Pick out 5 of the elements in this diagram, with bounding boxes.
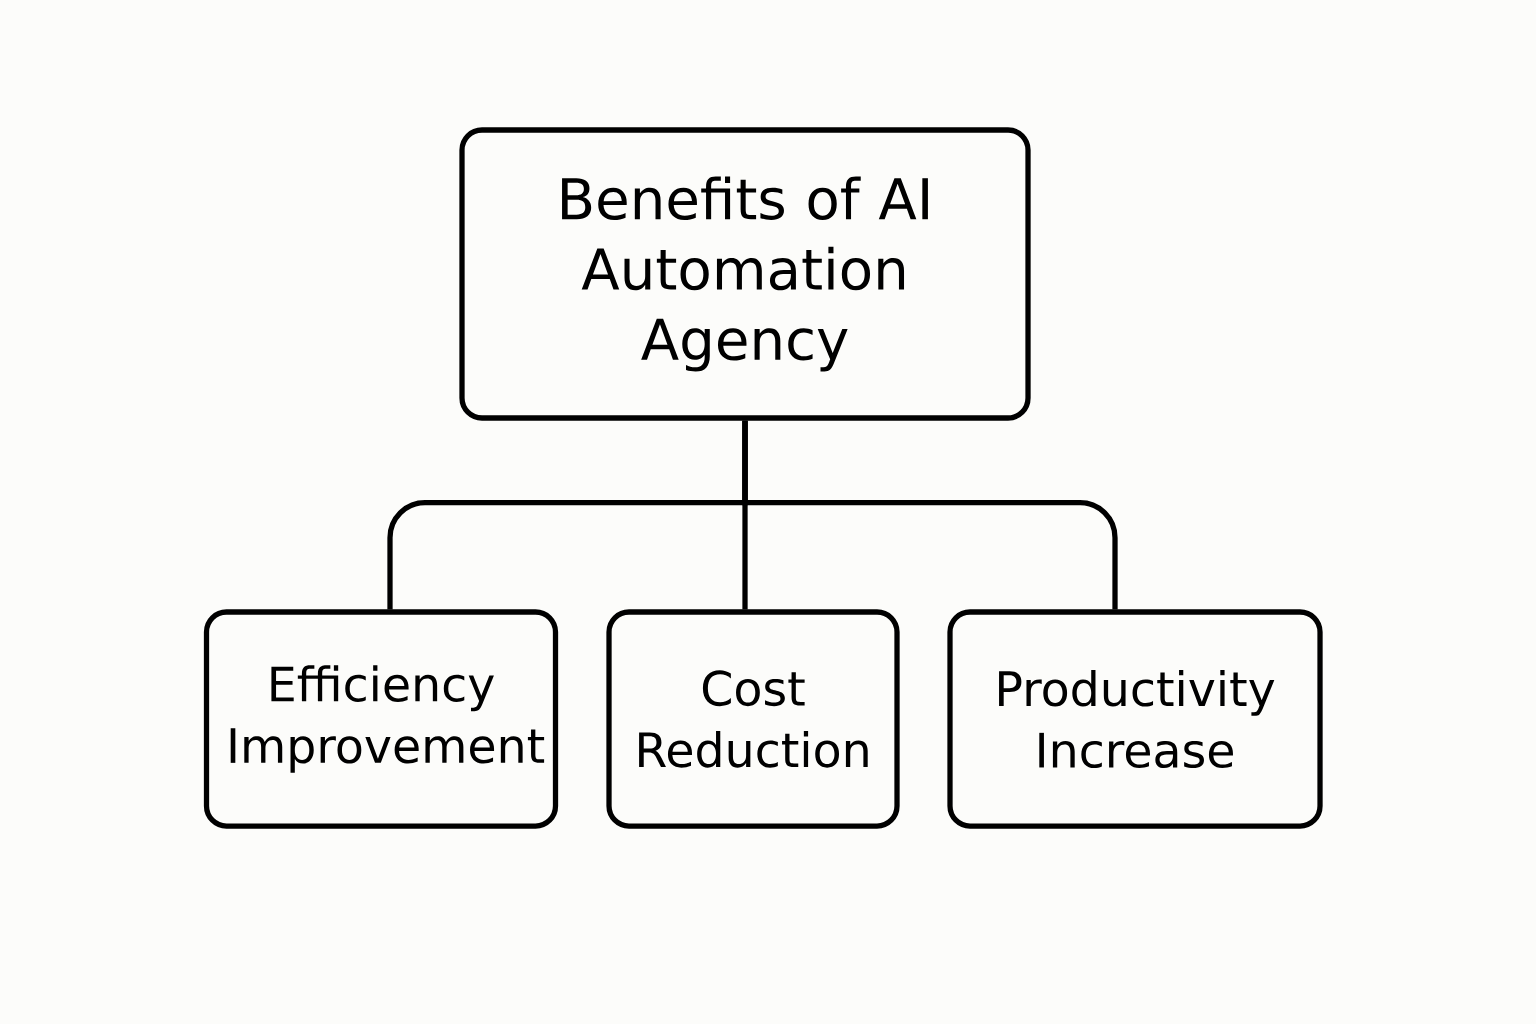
connector-line [742, 420, 1118, 610]
box: Cost Reduction [606, 609, 900, 829]
box: Benefits of AI Automation Agency [459, 127, 1031, 421]
box: Productivity Increase [947, 609, 1323, 829]
box: Efficiency Improvement [203, 609, 559, 829]
